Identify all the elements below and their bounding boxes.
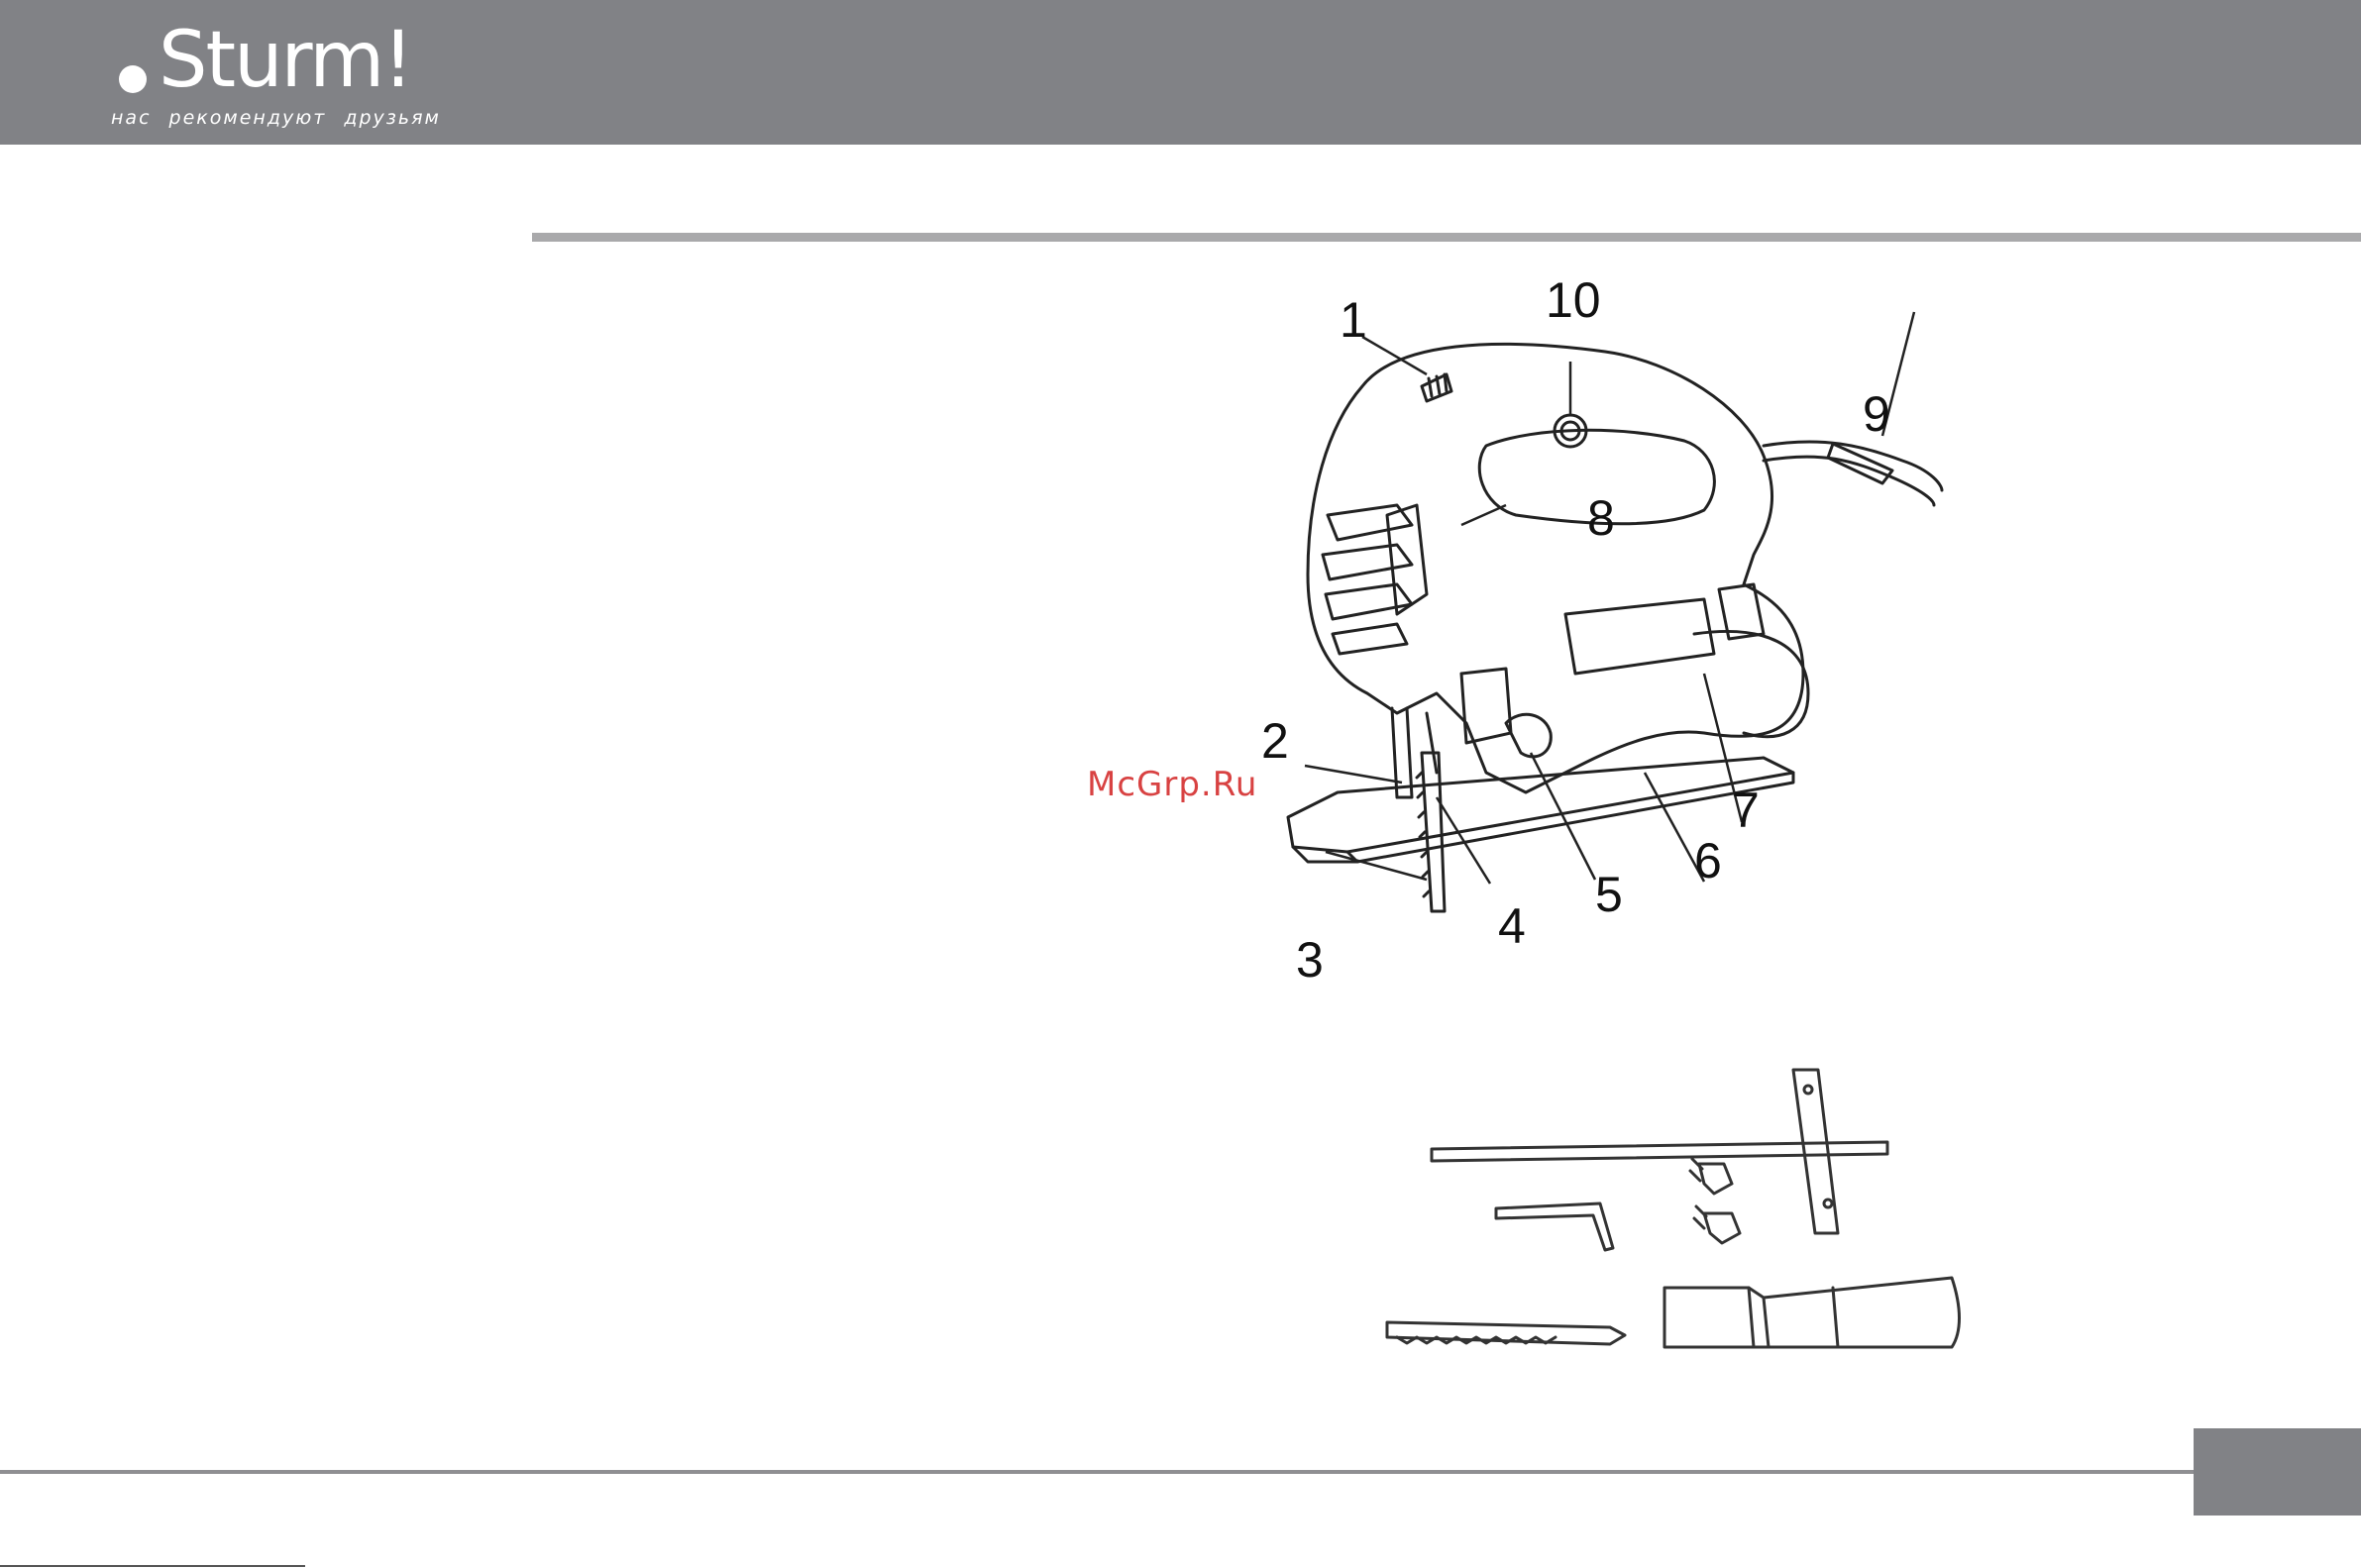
footnote-line [0,1565,305,1567]
logo-dot-icon [119,65,147,93]
hex-key [1496,1203,1613,1250]
callout-7: 7 [1732,783,1760,838]
saw-blade-accessory [1387,1322,1625,1344]
dust-adapter [1664,1278,1960,1347]
callout-1: 1 [1340,292,1367,348]
page-number-box [2194,1428,2361,1516]
jigsaw-body [1308,344,1803,792]
brand-name: Sturm! [159,22,411,99]
callout-9: 9 [1863,386,1890,442]
callout-3: 3 [1296,932,1324,988]
section-divider [532,233,2361,242]
watermark-text: McGrp.Ru [1087,765,1257,804]
callout-8: 8 [1587,490,1615,546]
jigsaw-figure: 1 2 3 4 5 6 7 8 9 10 [1070,258,2001,1397]
callout-5: 5 [1595,867,1623,922]
callout-10: 10 [1546,272,1601,328]
brand-tagline: нас рекомендуют друзьям [111,107,441,129]
callout-4: 4 [1498,898,1526,954]
callout-6: 6 [1694,833,1722,889]
brand-logo[interactable]: Sturm! нас рекомендуют друзьям [111,26,468,135]
footer-divider [0,1470,2194,1474]
screws [1690,1159,1740,1243]
callout-2: 2 [1261,713,1289,769]
header-bar: Sturm! нас рекомендуют друзьям [0,0,2361,145]
